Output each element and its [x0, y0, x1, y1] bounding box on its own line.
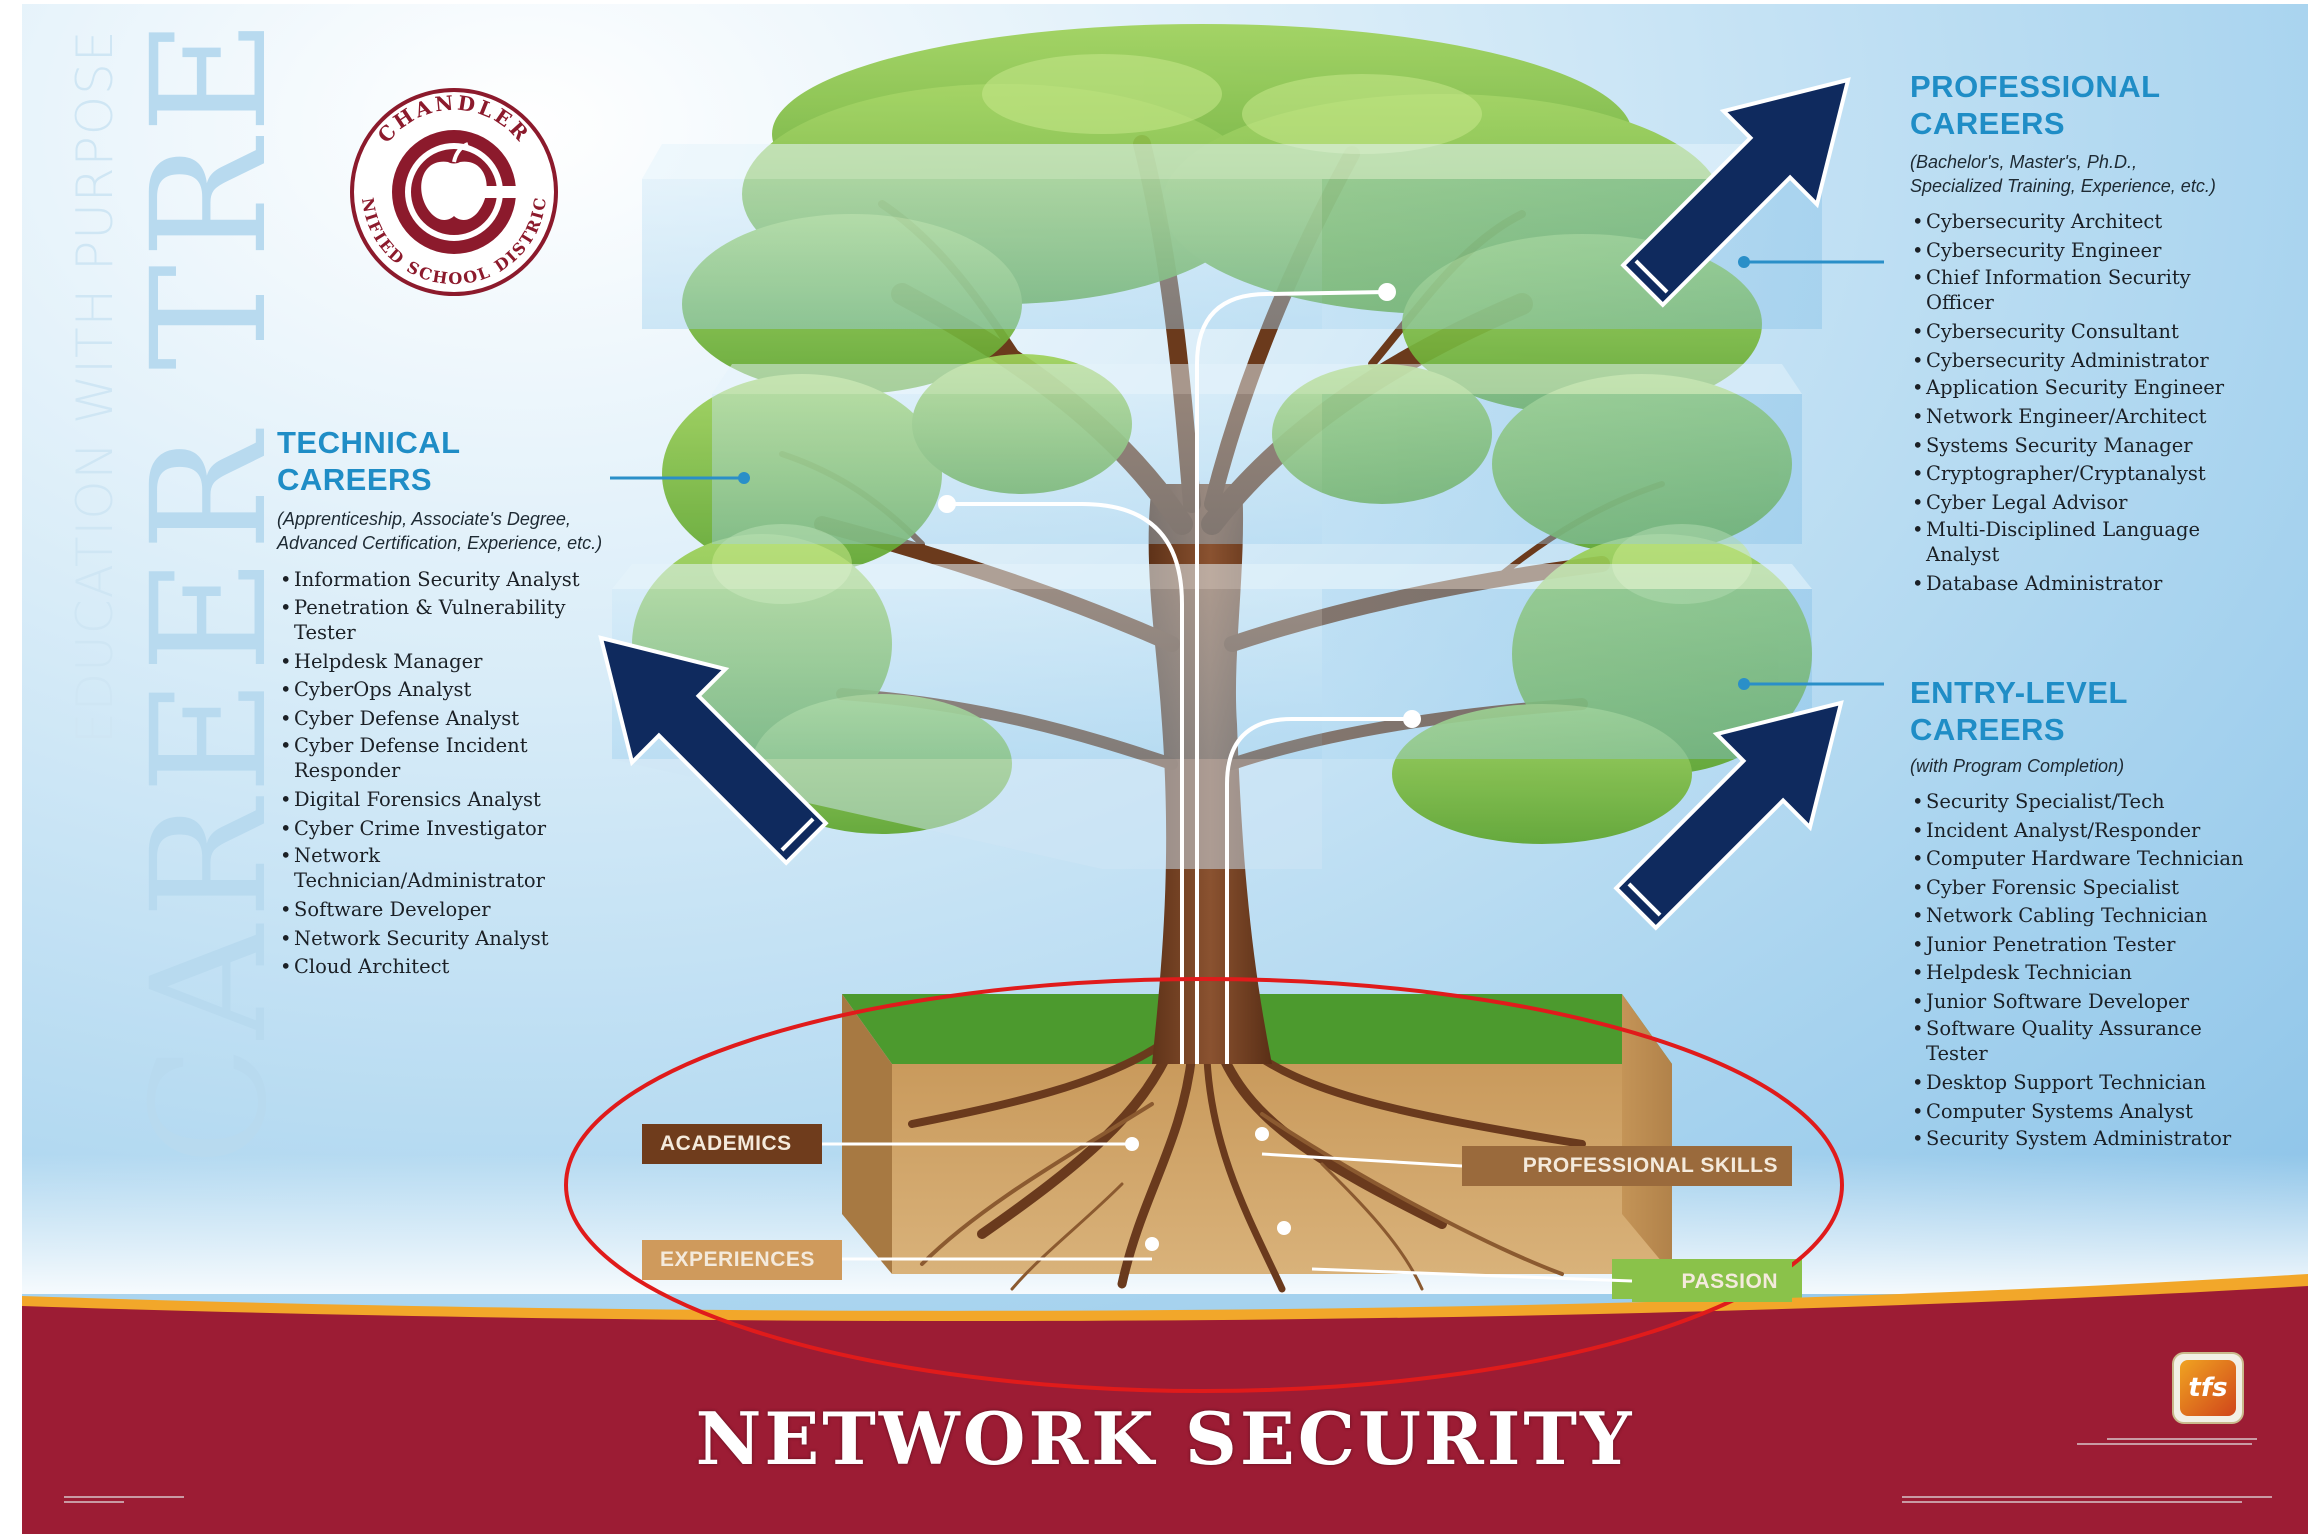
technical-job-item: Network Technician/Administrator: [280, 843, 580, 896]
professional-qual-line1: (Bachelor's, Master's, Ph.D.,: [1910, 152, 2137, 172]
entry-job-item: Helpdesk Technician: [1912, 959, 2262, 988]
entry-job-item: Incident Analyst/Responder: [1912, 817, 2262, 846]
professional-job-item: Cybersecurity Engineer: [1912, 237, 2252, 266]
professional-job-item: Systems Security Manager: [1912, 432, 2252, 461]
tree-illustration: [22, 24, 2308, 1534]
arrow-professional-icon: [1620, 77, 1851, 308]
technical-job-item: Digital Forensics Analyst: [280, 786, 580, 815]
technical-job-item: Helpdesk Manager: [280, 648, 580, 677]
career-tree-poster: CHANDLER UNIFIED SCHOOL DISTRICT EDUCATI…: [22, 4, 2308, 1534]
connector-lines: [947, 290, 1412, 1064]
chandler-logo-text: CHANDLER UNIFIED SCHOOL DISTRICT: [352, 90, 548, 288]
technical-qual-line1: (Apprenticeship, Associate's Degree,: [277, 509, 571, 529]
technical-job-item: Cyber Crime Investigator: [280, 815, 580, 844]
tfs-logo-text: tfs: [2180, 1360, 2236, 1416]
technical-heading-line2: CAREERS: [277, 462, 433, 497]
professional-qual-line2: Specialized Training, Experience, etc.): [1910, 176, 2216, 196]
technical-job-item: Software Developer: [280, 896, 580, 925]
technical-job-item: Penetration & Vulnerability Tester: [280, 595, 580, 648]
technical-heading: TECHNICAL CAREERS: [277, 424, 461, 498]
root-label-passion: PASSION: [1632, 1262, 1792, 1302]
subtitle-education-with-purpose: EDUCATION WITH PURPOSE: [66, 29, 124, 744]
professional-job-item: Application Security Engineer: [1912, 375, 2252, 403]
professional-job-item: Cybersecurity Administrator: [1912, 347, 2252, 376]
professional-job-item: Multi-Disciplined Language Analyst: [1912, 517, 2252, 570]
professional-heading-line2: CAREERS: [1910, 106, 2066, 141]
professional-job-item: Chief Information Security Officer: [1912, 265, 2252, 318]
roots-highlight-ellipse: [564, 977, 1844, 1393]
entry-job-item: Junior Software Developer: [1912, 988, 2262, 1017]
entry-job-item: Network Cabling Technician: [1912, 902, 2262, 931]
title-career-tree: CAREER TREE: [118, 4, 302, 1166]
root-label-experiences: EXPERIENCES: [642, 1240, 842, 1280]
root-pointer-dots: [1125, 1127, 1291, 1251]
professional-job-item: Cryptographer/Cryptanalyst: [1912, 460, 2252, 489]
arrow-entry-icon: [1613, 700, 1844, 931]
entry-qual-line1: (with Program Completion): [1910, 756, 2125, 776]
entry-job-item: Desktop Support Technician: [1912, 1069, 2262, 1098]
technical-qualifications: (Apprenticeship, Associate's Degree, Adv…: [277, 507, 602, 555]
professional-qualifications: (Bachelor's, Master's, Ph.D., Specialize…: [1910, 150, 2216, 198]
tfs-fine-print: [2077, 1436, 2257, 1445]
technical-job-item: Cloud Architect: [280, 953, 580, 982]
root-label-academics: ACADEMICS: [642, 1124, 822, 1164]
entry-qualifications: (with Program Completion): [1910, 754, 2124, 778]
logo-top-text: CHANDLER: [373, 90, 533, 147]
bottom-banner: [22, 1274, 2308, 1534]
entry-job-item: Computer Hardware Technician: [1912, 845, 2262, 874]
root-label-professional-skills: PROFESSIONAL SKILLS: [1462, 1146, 1792, 1186]
connector-dots: [938, 283, 1421, 728]
entry-jobs-list: Security Specialist/TechIncident Analyst…: [1912, 788, 2262, 1154]
entry-heading-line2: CAREERS: [1910, 712, 2066, 747]
entry-heading-line1: ENTRY-LEVEL: [1910, 675, 2128, 710]
banner-title: NETWORK SECURITY: [695, 1396, 1635, 1481]
professional-job-item: Network Engineer/Architect: [1912, 403, 2252, 432]
root-pointer-lines: [804, 1142, 1633, 1283]
professional-job-item: Cybersecurity Consultant: [1912, 318, 2252, 347]
label-pointer-dots: [738, 256, 1750, 690]
professional-jobs-list: Cybersecurity ArchitectCybersecurity Eng…: [1912, 208, 2252, 599]
trademark-fine-print: [1902, 1494, 2282, 1503]
svg-text:CHANDLER: CHANDLER: [373, 90, 536, 147]
copyright-fine-print: [64, 1494, 194, 1503]
entry-job-item: Security System Administrator: [1912, 1126, 2262, 1154]
technical-jobs-list: Information Security AnalystPenetration …: [280, 566, 580, 982]
entry-job-item: Software Quality Assurance Tester: [1912, 1016, 2262, 1069]
chandler-logo-seal: [350, 88, 558, 296]
arrow-technical-icon: [598, 635, 829, 866]
professional-heading-line1: PROFESSIONAL: [1910, 69, 2161, 104]
professional-heading: PROFESSIONAL CAREERS: [1910, 68, 2161, 142]
technical-job-item: Cyber Defense Incident Responder: [280, 733, 580, 786]
technical-job-item: Network Security Analyst: [280, 925, 580, 954]
entry-job-item: Computer Systems Analyst: [1912, 1098, 2262, 1127]
technical-job-item: CyberOps Analyst: [280, 676, 580, 705]
entry-job-item: Cyber Forensic Specialist: [1912, 874, 2262, 903]
entry-job-item: Security Specialist/Tech: [1912, 788, 2262, 817]
professional-job-item: Database Administrator: [1912, 570, 2252, 599]
tfs-logo: tfs: [2172, 1352, 2244, 1424]
entry-job-item: Junior Penetration Tester: [1912, 931, 2262, 960]
technical-job-item: Cyber Defense Analyst: [280, 705, 580, 734]
entry-heading: ENTRY-LEVEL CAREERS: [1910, 674, 2128, 748]
technical-qual-line2: Advanced Certification, Experience, etc.…: [277, 533, 603, 553]
professional-job-item: Cyber Legal Advisor: [1912, 489, 2252, 518]
professional-job-item: Cybersecurity Architect: [1912, 208, 2252, 237]
technical-job-item: Information Security Analyst: [280, 566, 580, 595]
technical-heading-line1: TECHNICAL: [277, 425, 461, 460]
label-pointer-lines: [610, 260, 1884, 686]
